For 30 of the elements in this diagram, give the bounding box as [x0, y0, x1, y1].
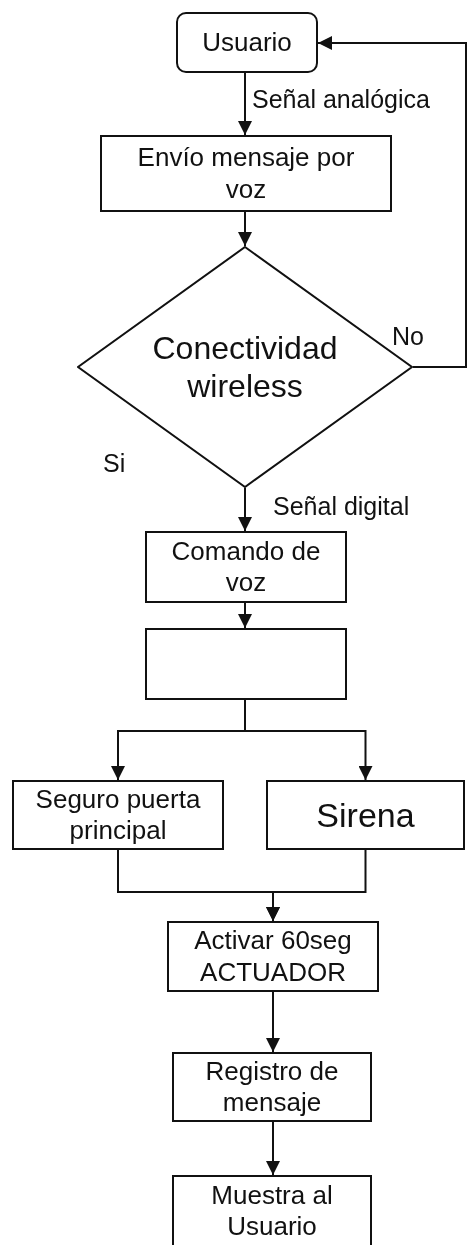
node-label: Seguro puerta principal	[34, 783, 202, 847]
process-box	[167, 921, 379, 992]
edge-label: Señal analógica	[252, 86, 430, 114]
arrow	[266, 991, 280, 1053]
arrow	[238, 602, 252, 629]
edge-label: Señal digital	[273, 493, 410, 521]
arrow	[238, 72, 252, 136]
arrow	[317, 36, 467, 368]
node-label: Muestra al Usuario	[210, 1179, 334, 1243]
node-label: Envío mensaje por voz	[136, 142, 356, 205]
process-box	[12, 780, 224, 850]
node-label: Sirena	[316, 794, 415, 836]
node-label: Registro de mensaje	[204, 1055, 340, 1119]
arrow	[266, 849, 367, 922]
node-label: Comando de voz	[170, 535, 322, 599]
process-box	[266, 780, 465, 850]
branch-label: Si	[103, 450, 126, 478]
node-label: Activar 60seg ACTUADOR	[193, 925, 353, 988]
process-box	[100, 135, 392, 212]
process-box	[145, 531, 347, 603]
process-box	[172, 1175, 372, 1245]
arrow	[266, 1121, 280, 1176]
node-label: Conectividad wireless	[151, 328, 339, 406]
arrow	[238, 487, 252, 532]
node-label: Usuario	[202, 26, 292, 59]
arrow	[238, 211, 252, 247]
process-box	[172, 1052, 372, 1122]
process-box	[176, 12, 318, 73]
empty-process-box	[145, 628, 347, 700]
arrow	[244, 699, 373, 781]
